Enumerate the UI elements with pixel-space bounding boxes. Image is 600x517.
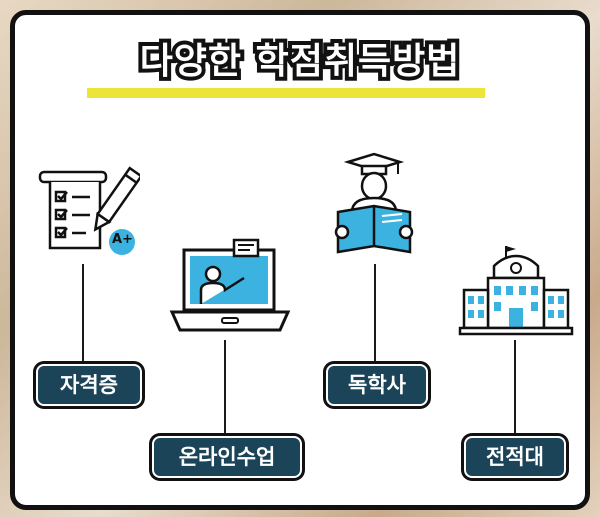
title-underline: [87, 88, 485, 98]
grade-badge: A+: [112, 232, 133, 247]
school-building-icon: [458, 246, 574, 336]
connector-line-4: [514, 340, 516, 436]
connector-line-3: [374, 264, 376, 364]
method-label-certificate: 자격증: [36, 364, 142, 406]
method-label-previous-college: 전적대: [464, 436, 566, 478]
page-title: 다양한 학점취득방법: [136, 37, 464, 86]
method-label-online-class: 온라인수업: [152, 436, 302, 478]
graduate-reading-icon: [334, 152, 414, 254]
method-label-self-study-degree: 독학사: [326, 364, 428, 406]
laptop-lecture-icon: [169, 238, 291, 332]
connector-line-1: [82, 264, 84, 364]
checklist-pencil-icon: [38, 166, 140, 255]
connector-line-2: [224, 340, 226, 436]
